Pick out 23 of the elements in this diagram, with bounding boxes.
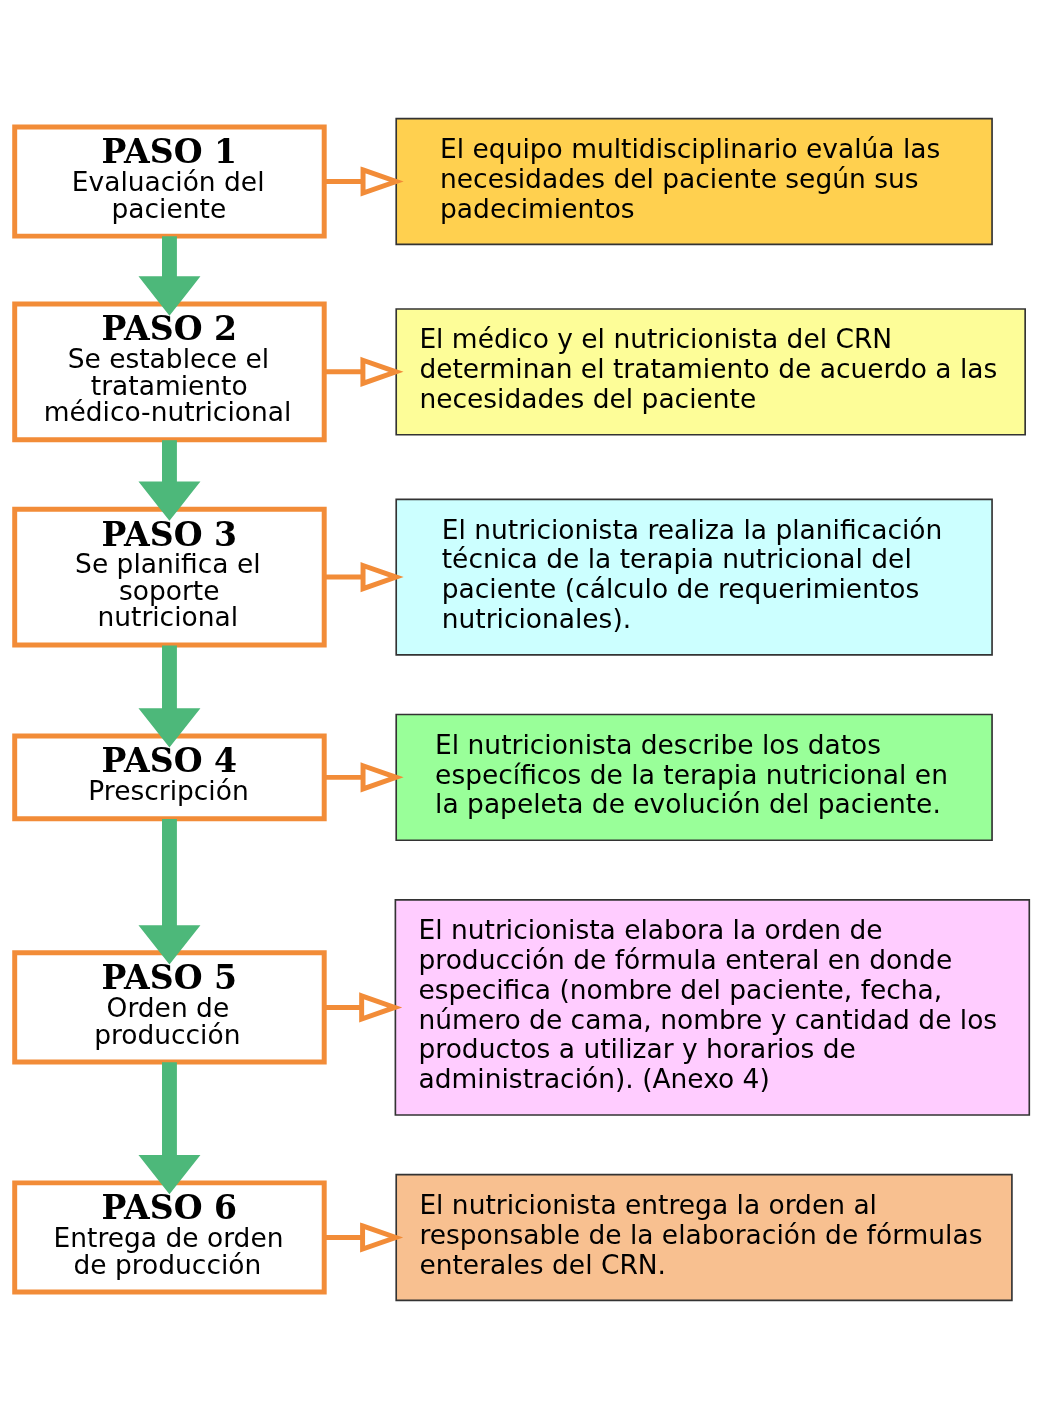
node-box: El nutricionista elabora la orden de producción de fórmula enteral en donde especifica (nombre del paciente, fecha, número de cama, nombre y cantidad de los productos a utilizar y horarios de administración). (Anexo 4) bbox=[394, 898, 1031, 1116]
arrow bbox=[138, 1061, 201, 1194]
arrow bbox=[138, 439, 201, 521]
arrow bbox=[138, 644, 201, 748]
node-box: El médico y el nutricionista del CRN determinan el tratamiento de acuerdo a las necesidades del paciente bbox=[395, 307, 1026, 436]
node-box: El nutricionista describe los datos específicos de la terapia nutricional en la papeleta de evolución del paciente. bbox=[395, 713, 993, 841]
arrow bbox=[138, 235, 201, 316]
arrow bbox=[324, 991, 403, 1022]
node-box: PASO 5 Orden de producción bbox=[12, 949, 327, 1065]
node-box: PASO 3 Se planifica el soporte nutricional bbox=[12, 506, 327, 647]
arrow bbox=[324, 561, 404, 592]
arrow bbox=[324, 1221, 404, 1253]
arrow bbox=[138, 818, 201, 965]
arrow bbox=[324, 356, 404, 387]
node-box: PASO 1 Evaluación del paciente bbox=[12, 123, 327, 239]
arrow bbox=[324, 165, 404, 197]
node-box: El nutricionista entrega la orden al responsable de la elaboración de fórmulas enterales del CRN. bbox=[395, 1173, 1013, 1301]
node-box: El equipo multidisciplinario evalúa las necesidades del paciente según sus padecimientos bbox=[395, 117, 993, 245]
arrow bbox=[324, 761, 404, 792]
node-box: PASO 2 Se establece el tratamiento médico-nutricional bbox=[12, 301, 327, 442]
node-box: PASO 6 Entrega de orden de producción bbox=[12, 1179, 327, 1295]
node-box: PASO 4 Prescripción bbox=[12, 733, 327, 821]
node-box: El nutricionista realiza la planificación técnica de la terapia nutricional del paciente (cálculo de requerimientos nutricionales). bbox=[395, 497, 993, 656]
